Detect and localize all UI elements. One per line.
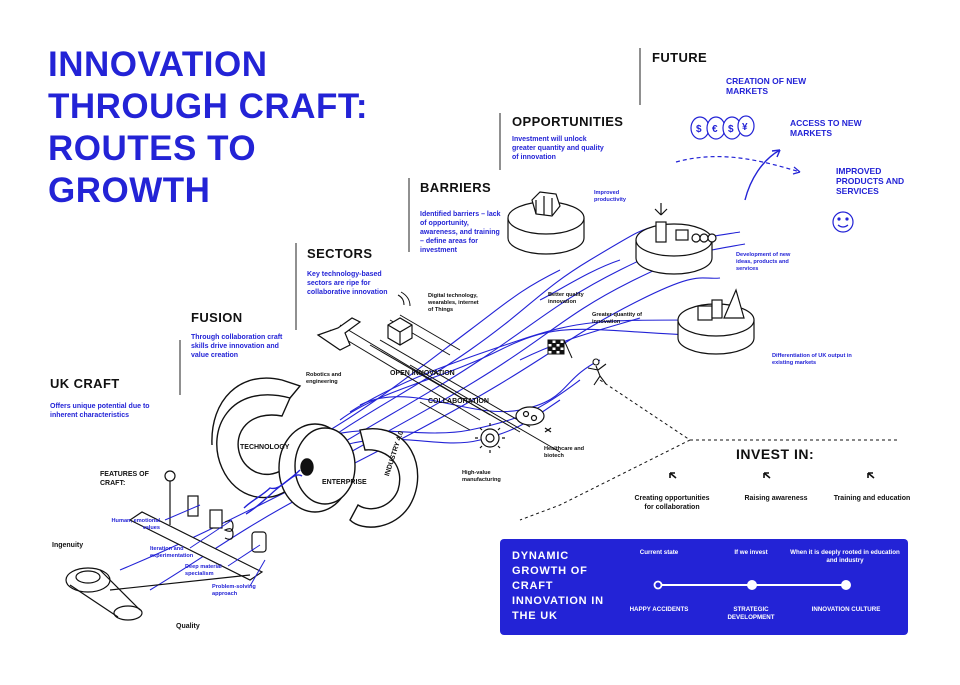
- section-heading-future: FUTURE: [652, 50, 708, 65]
- label-enterprise: ENTERPRISE: [322, 479, 367, 486]
- panel-title-line: INNOVATION IN: [512, 595, 604, 607]
- smiley-icon: [832, 211, 854, 233]
- panel-title-line: THE UK: [512, 610, 558, 622]
- label-high-value: High-value manufacturing: [462, 470, 501, 483]
- checkered-flag-icon: [547, 339, 573, 359]
- stage-innovation-culture: INNOVATION CULTURE: [811, 606, 881, 613]
- differentiation-platform: [677, 288, 755, 355]
- growth-timeline: [653, 580, 851, 590]
- currency-symbols: $ € $ ¥: [696, 122, 748, 135]
- panel-title-line: CRAFT: [512, 580, 554, 592]
- section-desc-sectors: Key technology-based sectors are ripe fo…: [307, 271, 388, 296]
- panel-title: DYNAMIC GROWTH OF CRAFT INNOVATION IN TH…: [512, 549, 632, 624]
- stage-strategic-development: STRATEGIC DEVELOPMENT: [727, 606, 775, 621]
- future-creation-label: CREATION OF NEW MARKETS: [726, 76, 807, 96]
- biotech-icon: [515, 406, 552, 433]
- title-line: GROWTH: [48, 171, 211, 210]
- features-heading: FEATURES OF CRAFT:: [100, 471, 149, 487]
- label-collaboration: COLLABORATION: [428, 398, 489, 405]
- invest-arrows: [669, 472, 875, 479]
- panel-title-line: GROWTH OF: [512, 565, 588, 577]
- label-open-innovation: OPEN INNOVATION: [390, 370, 455, 377]
- creation-arrow: [744, 149, 781, 201]
- new-ideas-platform: [635, 203, 717, 275]
- invest-item-collaboration: Creating opportunities for collaboration: [634, 495, 710, 511]
- section-heading-barriers: BARRIERS: [420, 180, 492, 195]
- enterprise-disc: [278, 423, 356, 513]
- route-lines: [119, 224, 746, 591]
- state-current: Current state: [639, 549, 679, 556]
- section-heading-sectors: SECTORS: [307, 246, 373, 261]
- currency-coins-icon: [690, 115, 755, 140]
- feature-human: Human, emotional values: [111, 518, 160, 531]
- title-line: ROUTES TO: [48, 129, 257, 168]
- label-development: Development of new ideas, products and s…: [736, 252, 791, 272]
- industry-magnet: [349, 428, 419, 528]
- label-improved-productivity: Improved productivity: [594, 190, 627, 203]
- state-rooted: When it is deeply rooted in education an…: [790, 549, 900, 564]
- svg-text:$: $: [696, 124, 702, 135]
- access-arrow: [675, 155, 801, 173]
- state-invest: If we invest: [734, 549, 768, 556]
- craft-machine: [65, 470, 267, 621]
- invest-heading: INVEST IN:: [736, 446, 815, 462]
- label-differentiation: Differentiation of UK output in existing…: [772, 353, 852, 366]
- svg-text:€: €: [712, 124, 718, 135]
- stage-happy-accidents: HAPPY ACCIDENTS: [629, 606, 689, 613]
- wifi-icon: [397, 291, 411, 307]
- label-greater-quantity: Greater quantity of innovation: [592, 312, 643, 325]
- sector-tracks: [329, 314, 561, 453]
- robot-arm-icon: [316, 317, 362, 351]
- section-desc-opportunities: Investment will unlock greater quantity …: [512, 136, 604, 161]
- feature-iteration: Iteration and experimentation: [150, 546, 194, 559]
- feature-deep: Deep material specialism: [185, 564, 222, 577]
- svg-text:$: $: [728, 124, 734, 135]
- craft-pointers: [164, 504, 266, 587]
- label-digital: Digital technology, wearables, internet …: [428, 293, 479, 313]
- feature-quality: Quality: [176, 623, 200, 630]
- title-line: THROUGH CRAFT:: [48, 87, 369, 126]
- section-desc-fusion: Through collaboration craft skills drive…: [191, 334, 283, 359]
- title-line: INNOVATION: [48, 45, 268, 84]
- label-healthcare: Healthcare and biotech: [544, 446, 585, 459]
- panel-title-line: DYNAMIC: [512, 550, 569, 562]
- page-title: INNOVATION THROUGH CRAFT: ROUTES TO GROW…: [48, 44, 408, 212]
- twisted-rope: [243, 469, 303, 515]
- section-heading-fusion: FUSION: [191, 310, 243, 325]
- section-desc-uk-craft: Offers unique potential due to inherent …: [50, 403, 150, 419]
- invest-item-training: Training and education: [833, 495, 911, 502]
- gear-icon: [475, 423, 505, 453]
- section-desc-barriers: Identified barriers – lack of opportunit…: [420, 211, 501, 254]
- feature-problem: Problem-solving approach: [212, 584, 256, 597]
- productivity-platform: [507, 191, 585, 255]
- invest-item-awareness: Raising awareness: [744, 495, 808, 502]
- future-improved-label: IMPROVED PRODUCTS AND SERVICES: [836, 166, 905, 196]
- dynamic-growth-panel: DYNAMIC GROWTH OF CRAFT INNOVATION IN TH…: [500, 539, 908, 635]
- label-robotics: Robotics and engineering: [306, 372, 342, 385]
- svg-text:¥: ¥: [742, 122, 748, 133]
- runner-figure-icon: [587, 358, 607, 386]
- section-heading-uk-craft: UK CRAFT: [50, 376, 120, 391]
- feature-ingenuity: Ingenuity: [52, 542, 84, 549]
- digital-cube-icon: [387, 317, 413, 346]
- label-technology: TECHNOLOGY: [240, 444, 290, 451]
- future-access-label: ACCESS TO NEW MARKETS: [790, 118, 862, 138]
- label-better-quality: Better quality innovation: [548, 292, 584, 305]
- section-heading-opportunities: OPPORTUNITIES: [512, 114, 624, 129]
